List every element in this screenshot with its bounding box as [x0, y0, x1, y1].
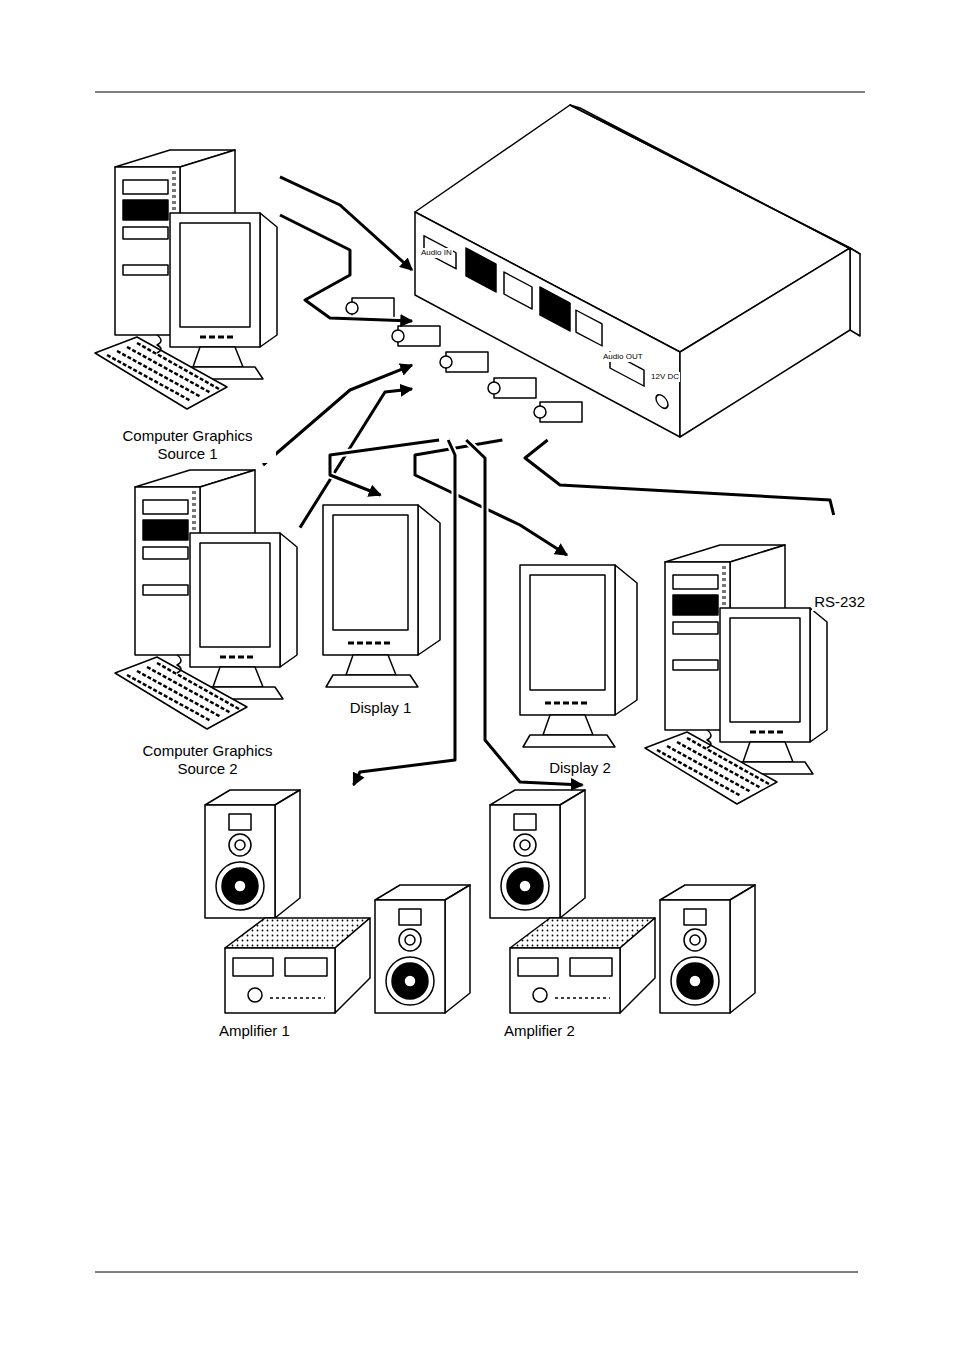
cable-casing [280, 215, 412, 321]
switcher-illustration [680, 248, 850, 437]
switcher-illustration [466, 248, 496, 292]
source-computer: Computer Graphics Source 1 [95, 145, 280, 463]
cable-casing [525, 440, 834, 515]
switcher-illustration [346, 105, 860, 437]
display-monitor: Display 1 [318, 495, 443, 717]
switcher-illustration [656, 392, 668, 410]
device-label: Display 2 [547, 759, 613, 777]
cable-line [415, 440, 567, 555]
cable-line [466, 440, 582, 785]
cable-plug [488, 382, 500, 394]
switcher-illustration [540, 287, 570, 331]
switcher-illustration [850, 248, 860, 336]
cable-plug [392, 330, 404, 342]
panel-label: Audio OUT [602, 352, 644, 362]
amplifier [510, 918, 655, 1013]
switcher-illustration [415, 212, 680, 437]
switcher-unit: Audio IN Audio OUT 12V DC [412, 100, 864, 440]
page-rule [95, 92, 865, 93]
device-label: Amplifier 1 [217, 1022, 292, 1040]
cable-connector [280, 215, 412, 321]
panel-label: Audio IN [420, 248, 453, 258]
device-label: RS-232 [812, 593, 867, 611]
speaker [375, 885, 470, 1013]
switcher-illustration [570, 105, 860, 254]
cable-line [354, 440, 456, 785]
cable-casing [466, 440, 582, 785]
speaker [660, 885, 755, 1013]
display-monitor [323, 505, 440, 687]
switcher-illustration [576, 310, 602, 346]
control-computer [645, 545, 827, 804]
amplifier [225, 918, 370, 1013]
cable-casing [354, 440, 456, 785]
cable-plug [534, 406, 546, 418]
display-monitor [520, 565, 637, 747]
device-label: Computer Graphics Source 1 [100, 427, 276, 463]
amplifier-set: Amplifier 2 [488, 785, 758, 1040]
cable-connector [330, 440, 439, 495]
cable-connector [354, 440, 456, 785]
page-rule [95, 1272, 858, 1273]
amplifier-set: Amplifier 1 [205, 785, 475, 1040]
cable-casing [415, 440, 567, 555]
speaker [490, 790, 585, 918]
device-label: Amplifier 2 [502, 1022, 577, 1040]
cable-casing [300, 389, 412, 528]
cable-connector [525, 440, 834, 515]
cable-casing [330, 440, 439, 495]
cable-plug [346, 302, 358, 314]
switcher-illustration [424, 226, 668, 411]
cable-line [280, 215, 412, 321]
source-computer: Computer Graphics Source 2 [115, 465, 300, 778]
cable-line [300, 389, 412, 528]
cable-plug [440, 356, 452, 368]
cable-connector [300, 389, 412, 528]
cable-line [525, 440, 834, 515]
device-label: Display 1 [348, 699, 414, 717]
panel-label: 12V DC [650, 372, 680, 382]
device-label: Computer Graphics Source 2 [120, 742, 296, 778]
source-computer [115, 470, 297, 729]
cable-connector [466, 440, 582, 785]
switcher-illustration [504, 272, 532, 309]
source-computer [95, 150, 277, 409]
cable-connector [415, 440, 567, 555]
page-rule [95, 92, 865, 1272]
cable-line [330, 440, 439, 495]
speaker [205, 790, 300, 918]
display-monitor: Display 2 [515, 555, 645, 777]
control-computer: RS-232 [645, 515, 867, 805]
